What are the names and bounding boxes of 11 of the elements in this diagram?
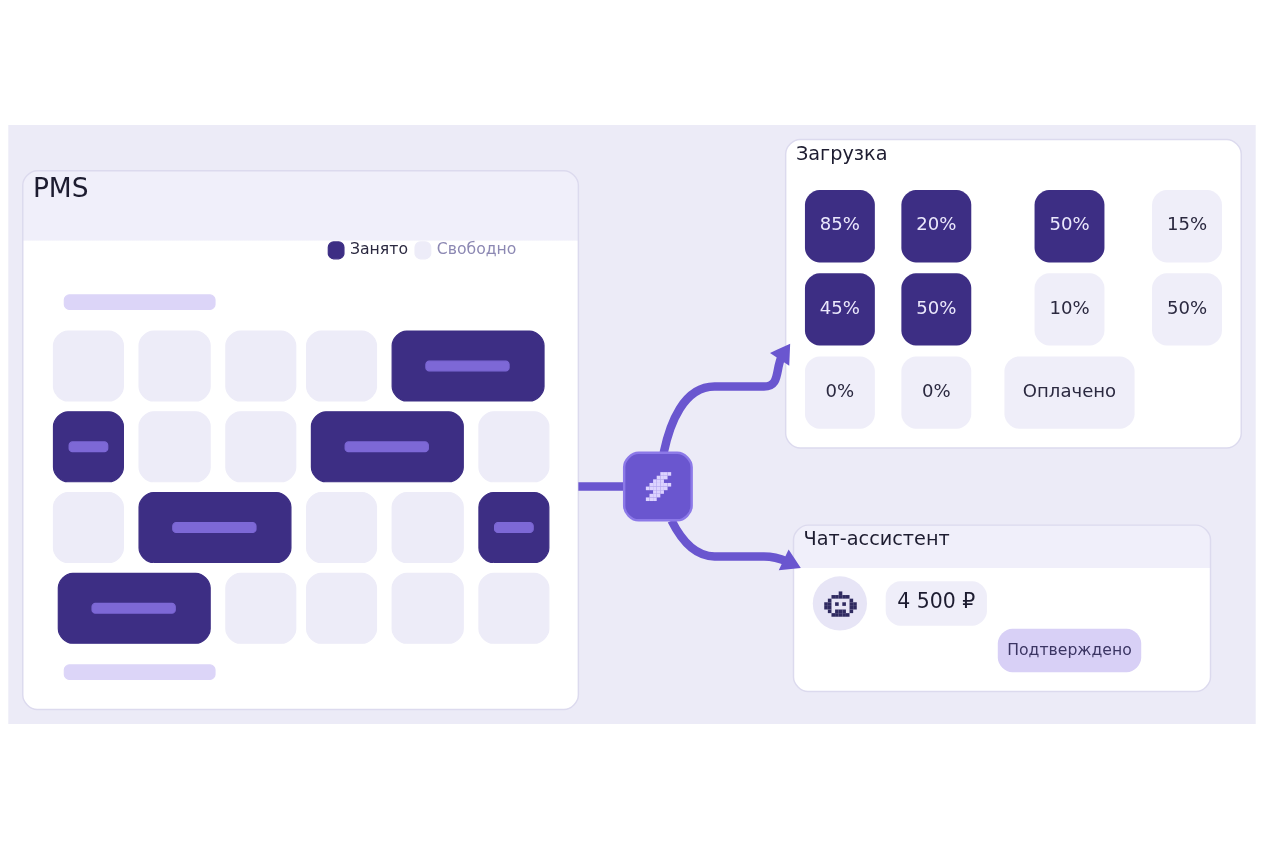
connector xyxy=(578,481,625,491)
node-box xyxy=(622,451,693,522)
node-box: 45% xyxy=(804,272,875,346)
legend-label: Занято xyxy=(349,238,408,258)
node-box: 20% xyxy=(901,189,972,262)
node-box: Подтверждено xyxy=(997,628,1142,672)
node-box: 50% xyxy=(901,272,972,346)
node-box: 85% xyxy=(804,189,875,262)
node-circle xyxy=(812,575,867,631)
legend-label: Свободно xyxy=(436,238,517,258)
node-box: 50% xyxy=(1034,189,1105,262)
